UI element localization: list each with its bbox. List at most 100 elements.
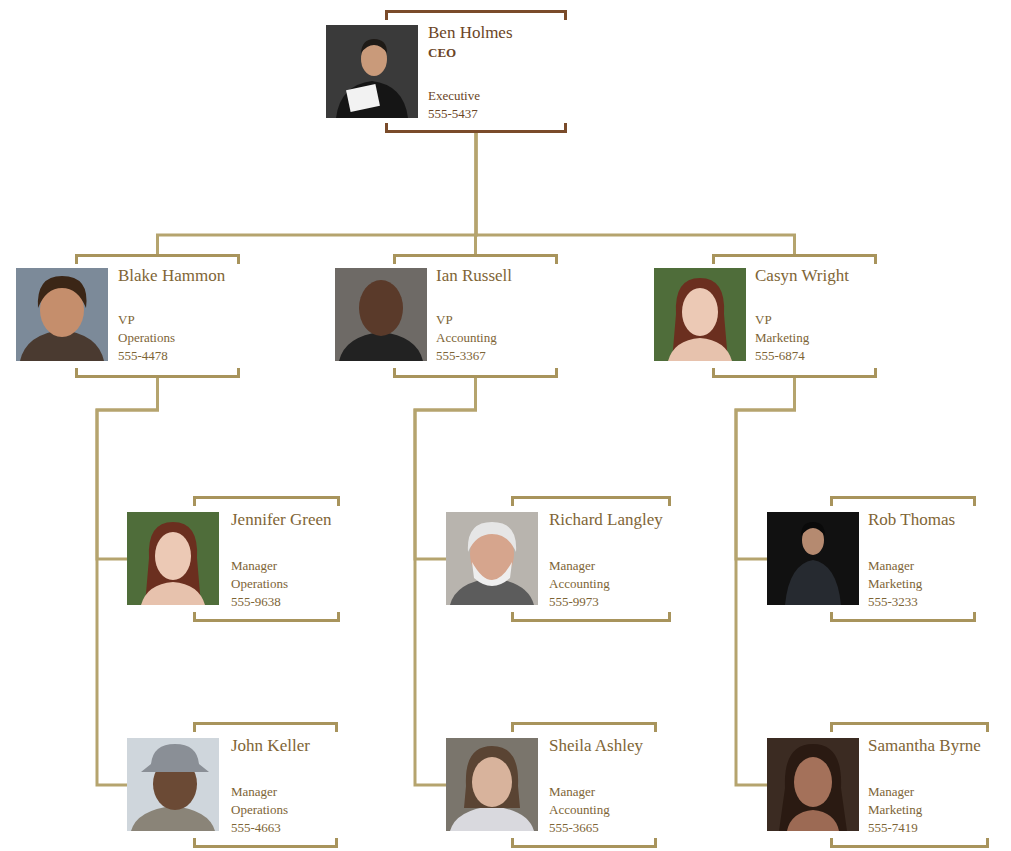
vp-card: Ian RussellVPAccounting555-3367 xyxy=(393,254,558,378)
bracket-tick xyxy=(335,838,338,845)
bracket-tick xyxy=(335,725,338,732)
portrait-photo xyxy=(127,512,219,605)
person-detail: Accounting xyxy=(549,801,610,819)
person-detail: 555-3367 xyxy=(436,347,486,365)
person-detail: VP xyxy=(755,311,772,329)
person-name: Rob Thomas xyxy=(868,509,955,531)
bracket-tick xyxy=(511,725,514,732)
portrait-photo xyxy=(16,268,108,361)
bracket-tick xyxy=(385,123,388,130)
person-name: Samantha Byrne xyxy=(868,735,981,757)
bracket-tick xyxy=(830,838,833,845)
bracket-tick xyxy=(973,499,976,506)
bracket-tick xyxy=(712,257,715,264)
bracket-tick xyxy=(193,612,196,619)
person-detail: Marketing xyxy=(755,329,809,347)
person-detail: 555-4663 xyxy=(231,819,281,837)
photo-face xyxy=(794,757,832,807)
person-detail: Manager xyxy=(868,557,914,575)
photo-suit xyxy=(336,81,408,118)
photo-ground xyxy=(127,512,219,605)
bracket-tick xyxy=(973,612,976,619)
portrait-photo xyxy=(326,25,418,118)
bracket-tick xyxy=(237,257,240,264)
person-detail: Manager xyxy=(231,557,277,575)
manager-card: Samantha ByrneManagerMarketing555-7419 xyxy=(830,722,989,848)
vp-card: Casyn WrightVPMarketing555-6874 xyxy=(712,254,877,378)
bracket-tick xyxy=(511,612,514,619)
person-name: Ben Holmes xyxy=(428,22,513,44)
photo-paper xyxy=(346,84,380,112)
person-detail: Manager xyxy=(231,783,277,801)
photo-face xyxy=(359,280,403,336)
photo-hair xyxy=(779,744,847,831)
reporting-line xyxy=(158,133,477,254)
person-detail: Marketing xyxy=(868,575,922,593)
photo-ground xyxy=(335,268,427,361)
bracket-tick xyxy=(654,725,657,732)
portrait-photo xyxy=(767,738,859,831)
photo-ground xyxy=(446,512,538,605)
person-detail: Marketing xyxy=(868,801,922,819)
bracket-tick xyxy=(564,123,567,130)
bracket-tick xyxy=(511,499,514,506)
portrait-photo xyxy=(767,512,859,605)
photo-beard xyxy=(472,562,512,586)
photo-hat xyxy=(141,744,209,772)
bracket-tick xyxy=(193,499,196,506)
portrait-photo xyxy=(335,268,427,361)
executive-card: Ben HolmesCEO Executive555-5437 xyxy=(385,10,567,133)
bracket-tick xyxy=(874,257,877,264)
person-name: Richard Langley xyxy=(549,509,663,531)
person-detail: Accounting xyxy=(549,575,610,593)
manager-card: Jennifer GreenManagerOperations555-9638 xyxy=(193,496,340,622)
person-detail: 555-5437 xyxy=(428,105,478,123)
photo-face xyxy=(155,532,191,580)
person-detail: 555-9638 xyxy=(231,593,281,611)
vp-card: Blake HammonVPOperations555-4478 xyxy=(75,254,240,378)
photo-hair xyxy=(361,39,387,53)
bracket-tick xyxy=(986,838,989,845)
portrait-photo xyxy=(446,738,538,831)
portrait-photo xyxy=(446,512,538,605)
photo-shoulders xyxy=(787,810,839,831)
portrait-photo xyxy=(127,738,219,831)
person-detail: VP xyxy=(436,311,453,329)
person-detail: Operations xyxy=(231,575,288,593)
portrait-photo xyxy=(654,268,746,361)
photo-clothes xyxy=(450,806,534,831)
bracket-tick xyxy=(237,368,240,375)
bracket-tick xyxy=(555,257,558,264)
bracket-tick xyxy=(75,257,78,264)
person-name: Sheila Ashley xyxy=(549,735,643,757)
manager-card: Rob ThomasManagerMarketing555-3233 xyxy=(830,496,976,622)
person-detail: Manager xyxy=(868,783,914,801)
photo-hair xyxy=(464,746,520,808)
bracket-tick xyxy=(193,838,196,845)
bracket-tick xyxy=(830,612,833,619)
person-detail: VP xyxy=(118,311,135,329)
person-detail: 555-3233 xyxy=(868,593,918,611)
bracket-tick xyxy=(712,368,715,375)
bracket-tick xyxy=(564,13,567,20)
photo-hair xyxy=(801,522,825,536)
bracket-tick xyxy=(654,838,657,845)
photo-ground xyxy=(446,738,538,831)
manager-card: John KellerManagerOperations555-4663 xyxy=(193,722,338,848)
manager-card: Sheila AshleyManagerAccounting555-3665 xyxy=(511,722,657,848)
person-detail: 555-9973 xyxy=(549,593,599,611)
person-detail: 555-6874 xyxy=(755,347,805,365)
person-detail: CEO xyxy=(428,44,456,62)
bracket-tick xyxy=(393,368,396,375)
bracket-tick xyxy=(830,725,833,732)
person-detail: Executive xyxy=(428,87,480,105)
bracket-tick xyxy=(337,612,340,619)
photo-ground xyxy=(767,738,859,831)
photo-ground xyxy=(127,738,219,831)
photo-ground xyxy=(654,268,746,361)
photo-ground xyxy=(16,268,108,361)
bracket-tick xyxy=(337,499,340,506)
person-name: John Keller xyxy=(231,735,310,757)
bracket-tick xyxy=(874,368,877,375)
